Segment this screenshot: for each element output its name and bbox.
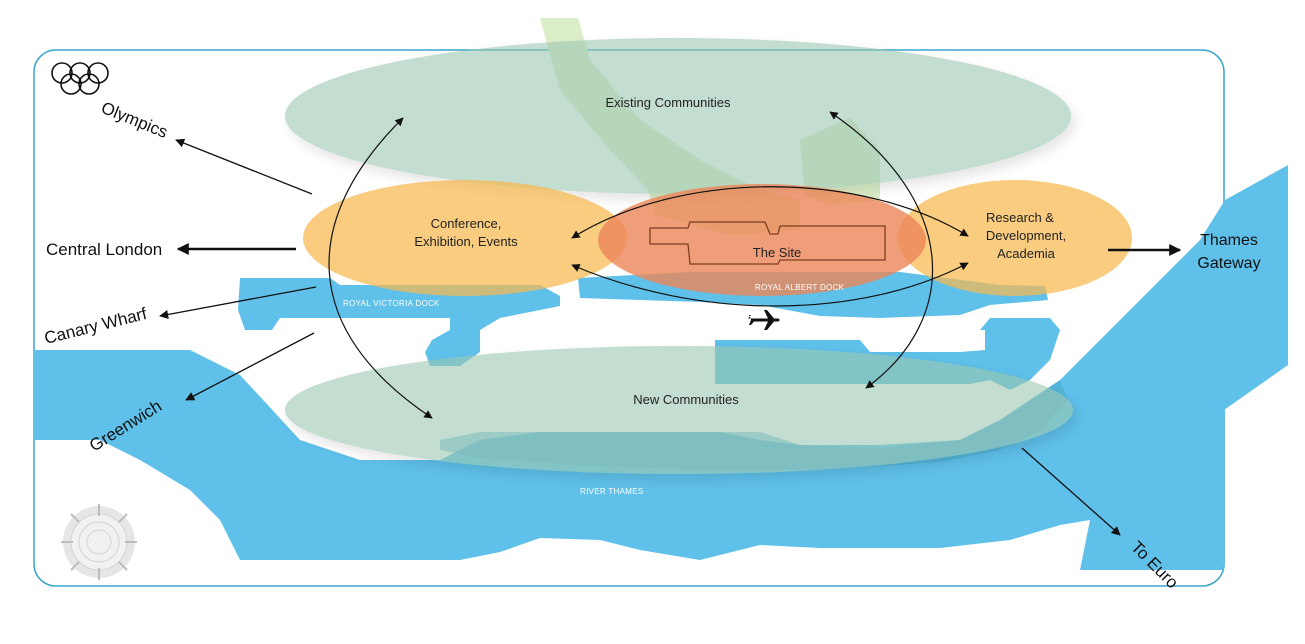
conference-label-line1: Conference,	[431, 216, 502, 231]
river-thames-label: RIVER THAMES	[580, 487, 643, 496]
new-communities-label: New Communities	[633, 392, 739, 407]
river-thames	[34, 230, 1224, 570]
conference-label-line2: Exhibition, Events	[414, 234, 518, 249]
olympic-rings-icon	[51, 62, 109, 95]
new-communities-zone	[285, 346, 1073, 474]
research-label-line3: Academia	[997, 246, 1056, 261]
royal-albert-dock-label: ROYAL ALBERT DOCK	[755, 283, 845, 292]
site-label: The Site	[753, 245, 801, 260]
destination-arrows	[159, 138, 1182, 536]
connection-arrows	[328, 111, 969, 419]
existing-communities-label: Existing Communities	[606, 95, 731, 110]
research-label-line2: Development,	[986, 228, 1066, 243]
thames-gateway-label-line2: Gateway	[1197, 255, 1260, 272]
central-london-label: Central London	[46, 240, 162, 259]
royal-victoria-dock-label: ROYAL VICTORIA DOCK	[343, 299, 440, 308]
royal-victoria-dock	[238, 278, 560, 366]
thames-gateway-label-line1: Thames	[1200, 232, 1258, 249]
o2-dome-icon	[61, 504, 137, 580]
airplane-icon	[748, 310, 780, 330]
research-label-line1: Research &	[986, 210, 1054, 225]
conference-zone	[303, 180, 627, 296]
site-zone	[598, 184, 926, 296]
site-outline	[649, 221, 886, 265]
existing-communities-zone	[285, 38, 1071, 194]
